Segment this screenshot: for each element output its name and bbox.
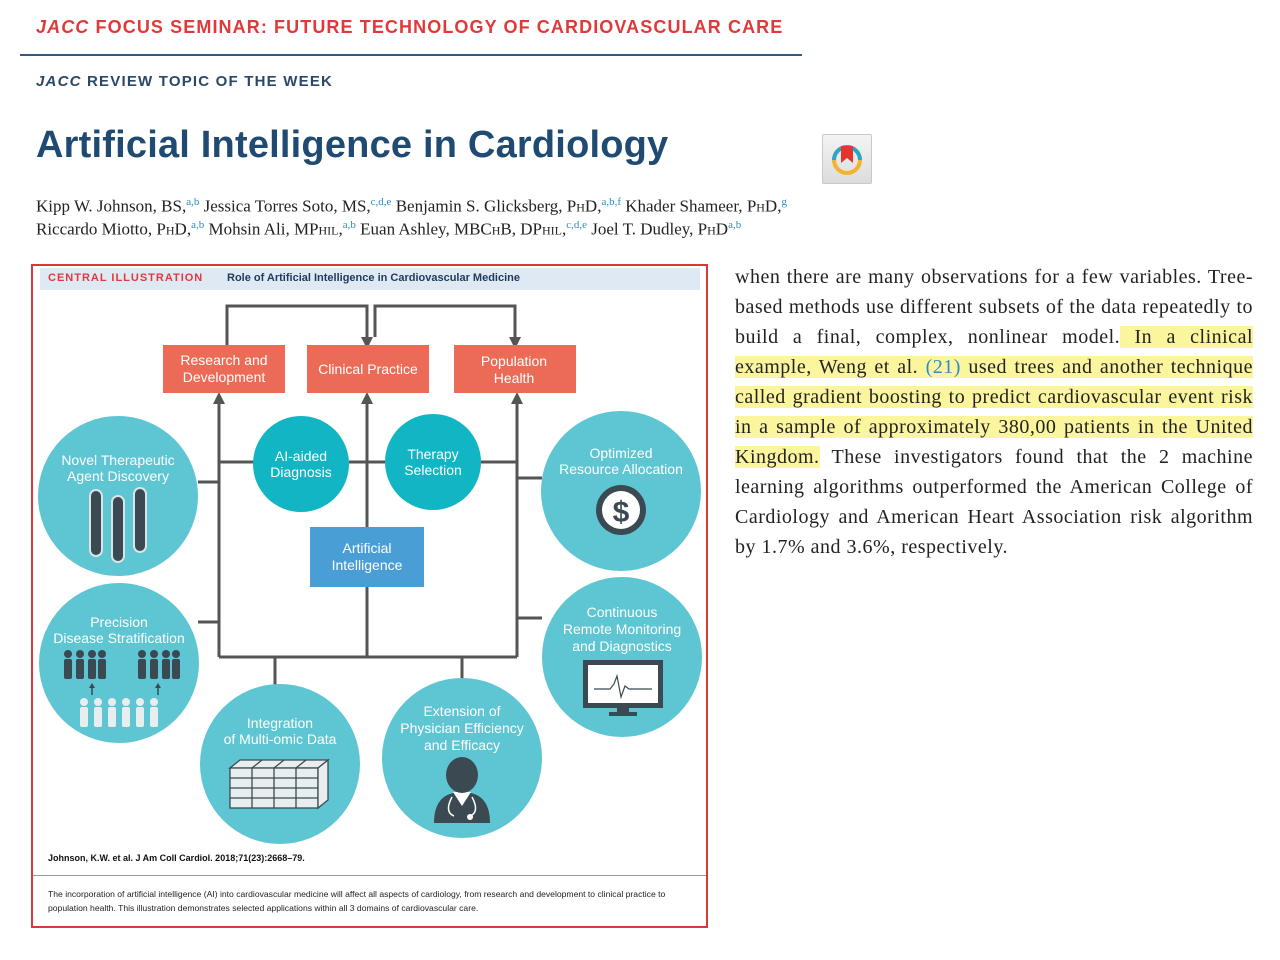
authors-line-1: Kipp W. Johnson, BS,a,b Jessica Torres S… [36,196,787,217]
highlight-part-a: In a clinical example, Weng et al. [735,326,1253,378]
research-label: Research and [180,352,267,368]
author-tail: , [338,219,343,239]
author-name: Jessica Torres Soto, MS, [203,196,371,216]
seminar-journal: JACC [36,17,90,37]
author-tail: , [186,219,192,239]
author-degree: PhD [746,196,778,216]
research-label: Development [183,369,266,385]
precision-label: Precision [90,614,148,630]
svg-text:$: $ [613,496,630,529]
dollar-icon: $ [596,485,646,535]
author-affiliation[interactable]: c,d,e [370,196,392,208]
multiomic-label: of Multi-omic Data [224,731,337,747]
optimized-label: Resource Allocation [559,461,683,477]
author-affiliation[interactable]: c,d,e [566,219,588,231]
reference-link[interactable]: (21) [925,356,961,378]
ai-diagram: Research and Development Clinical Practi… [38,304,702,844]
therapy-selection-circle: Therapy Selection [385,414,481,510]
physician-efficiency-circle: Extension of Physician Efficiency and Ef… [382,678,542,838]
author-degree: PhD [156,219,187,239]
novel-label: Agent Discovery [67,468,169,484]
author-name: Mohsin Ali, MP [208,219,319,239]
review-text: REVIEW TOPIC OF THE WEEK [87,73,334,90]
ai-label: Artificial [342,540,391,556]
author-degree: PhD [566,196,598,216]
precision-label: Disease Stratification [53,630,185,646]
figure-title: Role of Artificial Intelligence in Cardi… [227,272,520,284]
efficiency-label: and Efficacy [424,737,500,753]
diagnosis-label: Diagnosis [270,464,331,480]
author-tail: B, DP [500,219,542,239]
population-label: Population [481,353,547,369]
figure-caption: The incorporation of artificial intellig… [48,889,666,913]
author-tail: , [597,196,602,216]
author-name: Khader Shameer, [625,196,747,216]
author-affiliation[interactable]: g [781,196,787,208]
ai-label: Intelligence [332,557,403,573]
body-text: These investigators found that the 2 mac… [735,446,1253,558]
figure-citation: Johnson, K.W. et al. J Am Coll Cardiol. … [48,853,305,863]
review-heading: JACC REVIEW TOPIC OF THE WEEK [36,73,333,90]
author-affiliation[interactable]: a,b [342,219,356,231]
authors-line-2: Riccardo Miotto, PhD,a,b Mohsin Ali, MPh… [36,219,741,240]
figure-label: CENTRAL ILLUSTRATION [48,272,204,284]
diagnosis-label: AI-aided [275,448,327,464]
author-affiliation[interactable]: a,b [191,219,205,231]
author-affiliation[interactable]: a,b,f [601,196,621,208]
highlight-part-b: used trees and another technique called … [735,356,1253,468]
monitoring-label: and Diagnostics [572,638,672,654]
seminar-text: FOCUS SEMINAR: FUTURE TECHNOLOGY OF CARD… [95,17,784,37]
figure-title-bar [40,268,700,290]
ai-box: Artificial Intelligence [310,527,424,587]
therapy-label: Selection [404,462,462,478]
figure-divider [33,875,706,876]
therapy-label: Therapy [407,446,458,462]
multi-omic-circle: Integration of Multi-omic Data [200,684,360,844]
author-tail: , [777,196,782,216]
body-paragraph: when there are many observations for a f… [735,262,1253,562]
optimized-resource-circle: Optimized Resource Allocation $ [541,411,701,571]
author-name: Joel T. Dudley, [591,219,698,239]
author-tail: , [562,219,567,239]
author-degree: hil [318,219,339,239]
precision-stratification-circle: Precision Disease Stratification [39,583,199,743]
author-name: Benjamin S. Glicksberg, [395,196,567,216]
clinical-label: Clinical Practice [318,361,418,377]
test-tubes-icon [89,487,147,563]
multiomic-label: Integration [247,715,313,731]
ai-diagnosis-circle: AI-aided Diagnosis [253,416,349,512]
clinical-box: Clinical Practice [307,345,429,393]
seminar-heading: JACC FOCUS SEMINAR: FUTURE TECHNOLOGY OF… [36,17,783,38]
novel-label: Novel Therapeutic [61,452,174,468]
research-box: Research and Development [163,345,285,393]
population-label: Health [494,370,534,386]
author-degree: PhD [697,219,729,239]
people-icon [64,650,180,727]
population-box: Population Health [454,345,576,393]
article-title: Artificial Intelligence in Cardiology [36,124,669,166]
monitoring-label: Continuous [587,604,658,620]
efficiency-label: Physician Efficiency [400,720,523,736]
author-degree: hil [542,219,562,239]
efficiency-label: Extension of [423,703,500,719]
header-rule [20,54,802,56]
ecg-monitor-icon [583,660,663,716]
author-degree: h [491,219,501,239]
physician-icon [434,757,490,823]
monitoring-label: Remote Monitoring [563,621,681,637]
remote-monitoring-circle: Continuous Remote Monitoring and Diagnos… [542,577,702,737]
body-text: when there are many observations for a f… [735,266,1253,348]
optimized-label: Optimized [589,445,652,461]
author-name: Riccardo Miotto, [36,219,157,239]
data-cube-icon [228,758,330,810]
author-affiliation[interactable]: a,b [728,219,742,231]
author-affiliation[interactable]: a,b [186,196,200,208]
novel-therapeutic-circle: Novel Therapeutic Agent Discovery [38,416,198,576]
author-name: Euan Ashley, MBC [360,219,492,239]
crossmark-icon[interactable] [822,134,872,184]
author-name: Kipp W. Johnson, BS, [36,196,187,216]
review-journal: JACC [36,73,82,90]
